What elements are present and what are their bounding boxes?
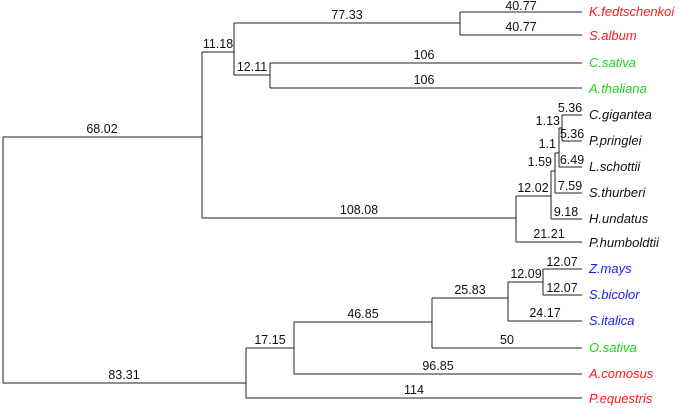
taxon-s-italica: S.italica (589, 313, 635, 328)
label-n9: 17.15 (254, 333, 285, 347)
taxon-s-album: S.album (589, 28, 637, 43)
taxon-p-pringlei: P.pringlei (589, 133, 643, 148)
label-hund: 9.18 (554, 205, 578, 219)
label-lsch: 6.49 (560, 153, 584, 167)
taxon-z-mays: Z.mays (588, 261, 632, 276)
label-atha: 106 (414, 73, 435, 87)
taxon-p-humboldtii: P.humboldtii (589, 235, 660, 250)
label-cgig: 5.36 (558, 101, 582, 115)
label-sthu: 7.59 (558, 179, 582, 193)
label-n12: 12.09 (510, 267, 541, 281)
label-ppri: 5.36 (560, 127, 584, 141)
label-sbic: 12.07 (546, 281, 577, 295)
taxon-c-sativa: C.sativa (589, 55, 636, 70)
label-pequ: 114 (404, 383, 424, 397)
label-zmay: 12.07 (546, 255, 577, 269)
taxon-a-thaliana: A.thaliana (588, 81, 647, 96)
tree-branches (2, 11, 582, 399)
taxon-o-sativa: O.sativa (589, 340, 637, 355)
label-n6: 1.59 (528, 155, 552, 169)
label-n10: 46.85 (347, 307, 378, 321)
label-n1: 11.18 (203, 37, 233, 51)
label-n7: 1.1 (539, 137, 556, 151)
taxon-p-equestris: P.equestris (589, 391, 653, 406)
label-root-upper: 68.02 (86, 122, 117, 136)
label-n3: 12.11 (237, 60, 267, 74)
label-salb: 40.77 (505, 20, 536, 34)
taxon-k-fedtschenkoi: K.fedtschenkoi (589, 4, 675, 19)
taxon-labels: K.fedtschenkoi S.album C.sativa A.thalia… (588, 4, 675, 406)
taxon-l-schottii: L.schottii (589, 159, 641, 174)
taxon-a-comosus: A.comosus (588, 366, 654, 381)
label-n4: 108.08 (340, 203, 378, 217)
label-phum: 21.21 (533, 227, 564, 241)
label-osat: 50 (500, 333, 514, 347)
taxon-s-thurberi: S.thurberi (589, 185, 646, 200)
label-csat: 106 (414, 48, 435, 62)
label-root-lower: 83.31 (108, 368, 139, 382)
label-n5: 12.02 (517, 181, 548, 195)
label-kfed: 40.77 (505, 0, 536, 13)
taxon-s-bicolor: S.bicolor (589, 287, 640, 302)
taxon-h-undatus: H.undatus (589, 211, 649, 226)
taxon-c-gigantea: C.gigantea (589, 107, 652, 122)
branch-length-labels: 68.02 83.31 11.18 77.33 40.77 40.77 12.1… (86, 0, 584, 397)
label-n2: 77.33 (331, 8, 362, 22)
label-n11: 25.83 (454, 283, 485, 297)
label-sita: 24.17 (529, 306, 560, 320)
label-n8: 1.13 (536, 114, 560, 128)
label-acom: 96.85 (422, 359, 453, 373)
